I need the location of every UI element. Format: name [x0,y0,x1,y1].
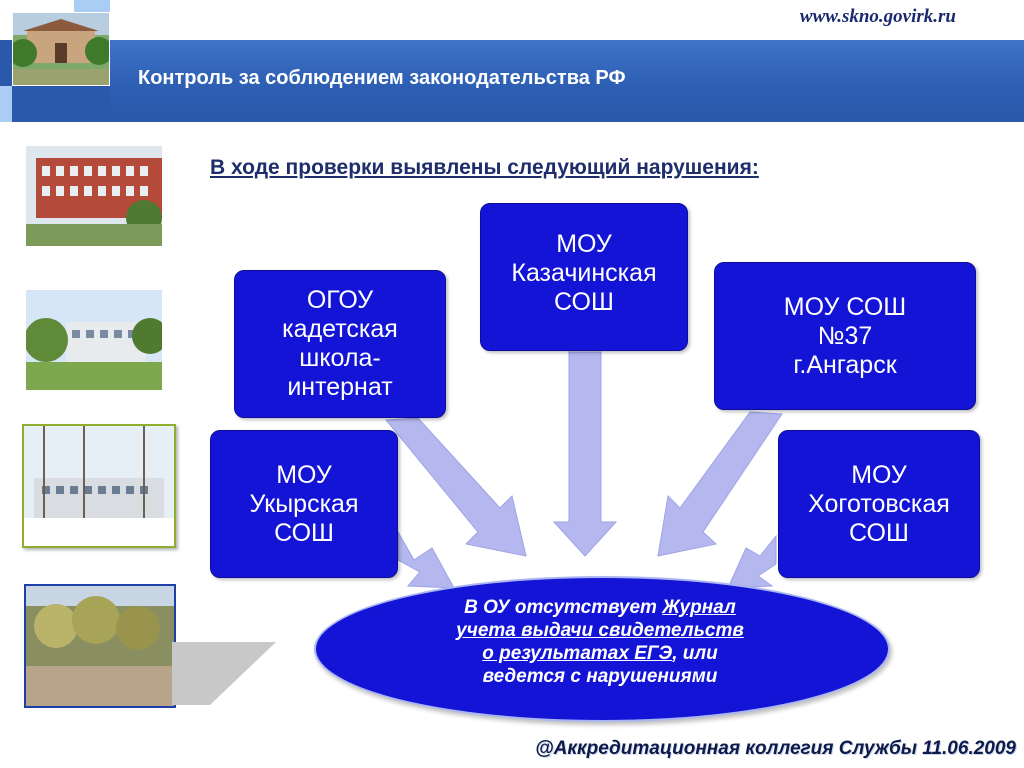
box-line: школа- [282,344,398,373]
box-line: Хоготовская [808,490,950,519]
school-box-kazachinskaya: МОУ Казачинская СОШ [480,203,688,351]
box-line: МОУ СОШ [784,293,906,322]
footer-credit: @Аккредитационная коллегия Службы 11.06.… [535,738,1016,760]
journal-name-part1: Журнал [662,597,736,618]
violation-prefix: В ОУ отсутствует [464,597,662,618]
school-box-khogotov: МОУ Хоготовская СОШ [778,430,980,578]
box-line: СОШ [511,288,656,317]
box-line: кадетская [282,315,398,344]
violation-text: В ОУ отсутствует Журнал учета выдачи сви… [340,596,860,688]
violation-line4: ведется с нарушениями [483,666,718,687]
arrow-diagonal-left [658,412,782,556]
box-line: МОУ [808,461,950,490]
box-line: МОУ [511,230,656,259]
box-line: Казачинская [511,259,656,288]
school-box-angarsk: МОУ СОШ №37 г.Ангарск [714,262,976,410]
journal-name-part3: о результатах ЕГЭ [482,643,672,664]
arrow-small-right [398,532,454,588]
box-line: ОГОУ [282,286,398,315]
arrow-down [554,352,616,556]
journal-name-part2: учета выдачи свидетельств [456,620,744,641]
box-line: МОУ [250,461,359,490]
school-box-ukyr: МОУ Укырская СОШ [210,430,398,578]
school-box-cadet: ОГОУ кадетская школа- интернат [234,270,446,418]
violation-suffix: , или [672,643,718,664]
arrow-diagonal-right [386,418,526,556]
arrow-small-left [728,536,776,588]
box-line: Укырская [250,490,359,519]
box-line: СОШ [250,519,359,548]
box-line: интернат [282,373,398,402]
box-line: г.Ангарск [784,351,906,380]
box-line: №37 [784,322,906,351]
box-line: СОШ [808,519,950,548]
